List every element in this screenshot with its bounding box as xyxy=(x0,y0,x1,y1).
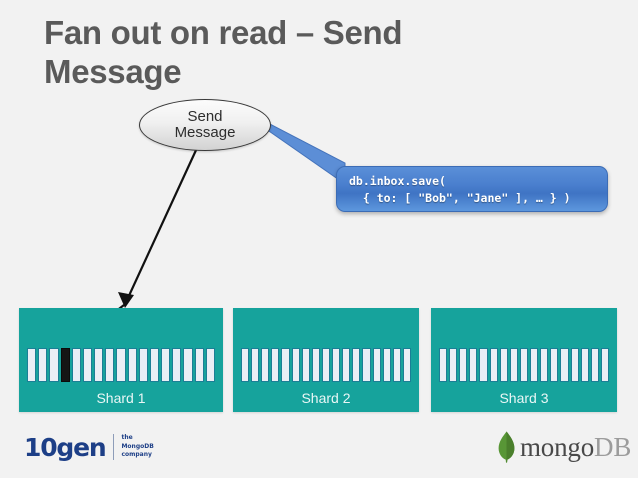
tengen-tagline-line-3: company xyxy=(121,451,152,459)
chunk xyxy=(38,348,48,382)
tengen-wordmark: 10gen xyxy=(24,432,107,462)
chunk xyxy=(205,348,215,382)
chunk xyxy=(172,348,182,382)
chunk xyxy=(127,348,137,382)
chunk xyxy=(271,348,280,382)
chunk xyxy=(94,348,104,382)
blue-connector-wedge xyxy=(265,121,346,185)
chunk xyxy=(499,348,508,382)
shard-label: Shard 1 xyxy=(96,390,146,406)
code-line-2: { to: [ "Bob", "Jane" ], … } ) xyxy=(349,190,571,205)
tengen-tagline-line-2: MongoDB xyxy=(121,442,154,450)
chunk xyxy=(194,348,204,382)
shard-box[interactable]: Shard 2 xyxy=(233,308,419,412)
chunk xyxy=(449,348,458,382)
callout-line-1: Send xyxy=(187,107,223,125)
chunk xyxy=(530,348,539,382)
mongodb-word-db: DB xyxy=(594,431,632,462)
chunk xyxy=(519,348,529,382)
chunk xyxy=(402,348,412,382)
chunk-row xyxy=(233,348,419,382)
chunk xyxy=(372,348,381,382)
chunk xyxy=(261,348,270,382)
tengen-logo: 10gen the MongoDB company xyxy=(24,432,154,462)
chunk xyxy=(321,348,331,382)
chunk xyxy=(149,348,160,382)
code-line-1: db.inbox.save( xyxy=(349,174,446,188)
shard-box[interactable]: Shard 3 xyxy=(431,308,617,412)
chunk xyxy=(161,348,171,382)
chunk xyxy=(71,348,81,382)
chunk xyxy=(509,348,518,382)
chunk xyxy=(311,348,320,382)
shard-box[interactable]: Shard 1 xyxy=(19,308,223,412)
chunk xyxy=(116,348,126,382)
chunk xyxy=(590,348,599,382)
shard-label: Shard 3 xyxy=(499,390,549,406)
code-balloon: db.inbox.save( { to: [ "Bob", "Jane" ], … xyxy=(336,166,608,212)
page-title: Fan out on read – Send Message xyxy=(44,14,403,90)
chunk xyxy=(580,348,589,382)
chunk xyxy=(342,348,351,382)
chunk xyxy=(469,348,478,382)
mongodb-word-mongo: mongo xyxy=(520,431,595,462)
chunk xyxy=(183,348,193,382)
chunk xyxy=(49,348,59,382)
chunk xyxy=(550,348,559,382)
chunk xyxy=(438,348,448,382)
chunk-highlighted xyxy=(60,348,70,382)
chunk xyxy=(570,348,579,382)
chunk xyxy=(105,348,115,382)
send-message-callout[interactable]: Send Message xyxy=(139,99,271,151)
chunk xyxy=(281,348,290,382)
chunk xyxy=(138,348,148,382)
arrow-head-upper xyxy=(118,292,134,308)
tengen-tagline-line-1: the xyxy=(121,433,133,441)
callout-line-2: Message xyxy=(174,124,236,141)
chunk xyxy=(362,348,371,382)
mongodb-leaf-icon xyxy=(498,431,515,463)
chunk xyxy=(352,348,361,382)
chunk xyxy=(489,348,498,382)
chunk xyxy=(251,348,260,382)
chunk xyxy=(27,348,37,382)
chunk xyxy=(600,348,610,382)
shard-label: Shard 2 xyxy=(301,390,351,406)
chunk xyxy=(392,348,401,382)
chunk xyxy=(82,348,93,382)
arrow-shaft-upper xyxy=(126,147,198,301)
chunk xyxy=(332,348,341,382)
chunk xyxy=(301,348,310,382)
chunk xyxy=(459,348,468,382)
logo-divider xyxy=(113,434,115,460)
mongodb-logo: mongo DB xyxy=(497,430,631,464)
tengen-tagline: the MongoDB company xyxy=(121,434,153,460)
chunk xyxy=(291,348,300,382)
chunk xyxy=(382,348,391,382)
chunk xyxy=(540,348,549,382)
chunk xyxy=(560,348,569,382)
chunk xyxy=(240,348,250,382)
chunk-row xyxy=(431,348,617,382)
chunk xyxy=(479,348,488,382)
chunk-row xyxy=(19,348,223,382)
